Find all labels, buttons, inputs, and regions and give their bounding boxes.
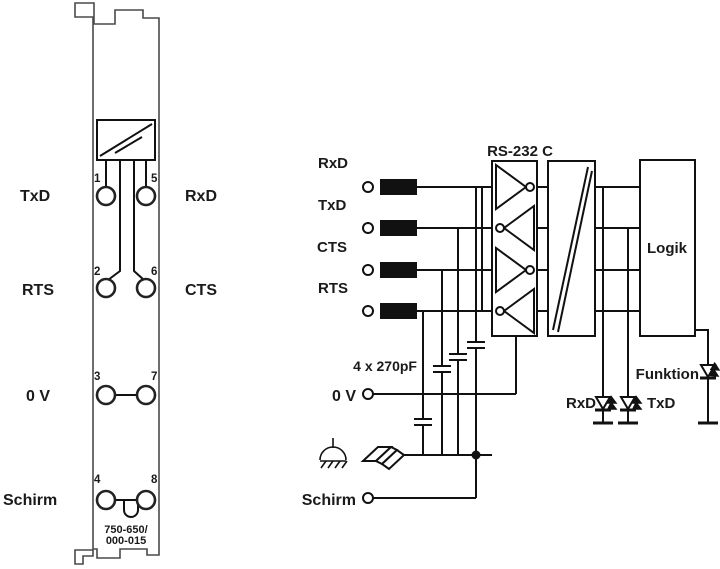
pin-number-7: 7 <box>151 371 157 383</box>
pin-number-5: 5 <box>151 173 158 185</box>
label-schirm: Schirm <box>302 492 356 509</box>
led-emission-arrow <box>606 395 618 404</box>
module-label-cts: CTS <box>185 282 217 299</box>
contact-box-diagonal-1 <box>99 123 153 157</box>
led-rxd <box>593 187 618 425</box>
led-label-funktion: Funktion <box>636 366 699 383</box>
module-label-schirm: Schirm <box>3 492 57 509</box>
filter-rts <box>380 303 417 319</box>
pin-8-contact <box>135 489 157 511</box>
buffer-receiver-rxd <box>495 163 535 211</box>
led-txd <box>618 228 643 425</box>
din-rail-clamp-symbol <box>360 445 406 471</box>
terminal-0v <box>362 388 374 400</box>
schematic-label-rts: RTS <box>318 280 348 297</box>
isolation-barrier <box>547 160 596 337</box>
buffer-driver-rts <box>495 287 535 335</box>
pin-number-3: 3 <box>94 371 100 383</box>
terminal-cts <box>362 264 374 276</box>
pin-number-4: 4 <box>94 474 101 486</box>
pin-number-2: 2 <box>94 266 100 278</box>
pin-4-contact <box>95 489 117 511</box>
led-emission-arrow <box>709 361 720 371</box>
led-symbol-txd <box>619 396 637 411</box>
led-label-txd: TxD <box>647 395 676 412</box>
pin-number-1: 1 <box>94 173 101 185</box>
buffer-receiver-cts <box>495 246 535 294</box>
led-label-rxd: RxD <box>566 395 596 412</box>
capacitor-bank <box>414 187 485 455</box>
schematic-label-txd: TxD <box>318 197 347 214</box>
pin-number-6: 6 <box>151 266 157 278</box>
pin-6-contact <box>135 277 157 299</box>
wire-pin6 <box>133 160 145 281</box>
rs232-block-label: RS-232 C <box>487 143 553 160</box>
contact-box-diagonal-2 <box>114 136 143 154</box>
filter-cts <box>380 262 417 278</box>
terminal-rts <box>362 305 374 317</box>
module-label-txd: TxD <box>20 188 50 205</box>
pin-1-contact <box>95 185 117 207</box>
terminal-txd <box>362 222 374 234</box>
pin-2-contact <box>95 277 117 299</box>
logik-block <box>639 159 696 337</box>
pin-3-contact <box>95 384 117 406</box>
schematic-label-cts: CTS <box>317 239 347 256</box>
led-emission-arrow <box>708 367 720 377</box>
pin-5-contact <box>135 185 157 207</box>
label-0v: 0 V <box>332 388 356 405</box>
led-emission-arrow <box>631 401 643 410</box>
schematic-label-rxd: RxD <box>318 155 348 172</box>
led-symbol-funktion <box>699 364 717 379</box>
filter-rxd <box>380 179 417 195</box>
led-emission-arrow <box>631 395 643 404</box>
cap-value-label: 4 x 270pF <box>353 358 417 374</box>
pin-number-8: 8 <box>151 474 158 486</box>
shield-hook <box>123 500 139 518</box>
led-symbol-rxd <box>594 396 612 411</box>
module-label-rts: RTS <box>22 282 54 299</box>
logik-label: Logik <box>647 240 688 257</box>
wire-pin2 <box>107 160 121 281</box>
filter-txd <box>380 220 417 236</box>
circuit-schematic: RxD TxD CTS RTS <box>302 143 720 509</box>
part-number-line-2: 000-015 <box>106 535 146 547</box>
module-side-view: 1 5 2 6 3 7 4 8 TxD RxD RTS CTS 0 V Schi… <box>3 2 217 565</box>
terminal-rxd <box>362 181 374 193</box>
led-funktion <box>695 329 720 425</box>
led-emission-arrow <box>606 401 618 410</box>
terminal-schirm <box>362 492 374 504</box>
module-label-rxd: RxD <box>185 188 217 205</box>
earth-ground-symbol <box>319 438 348 469</box>
part-number-line-1: 750-650/ <box>104 524 147 536</box>
pin-7-contact <box>135 384 157 406</box>
module-label-0v: 0 V <box>26 388 50 405</box>
buffer-driver-txd <box>495 204 535 252</box>
